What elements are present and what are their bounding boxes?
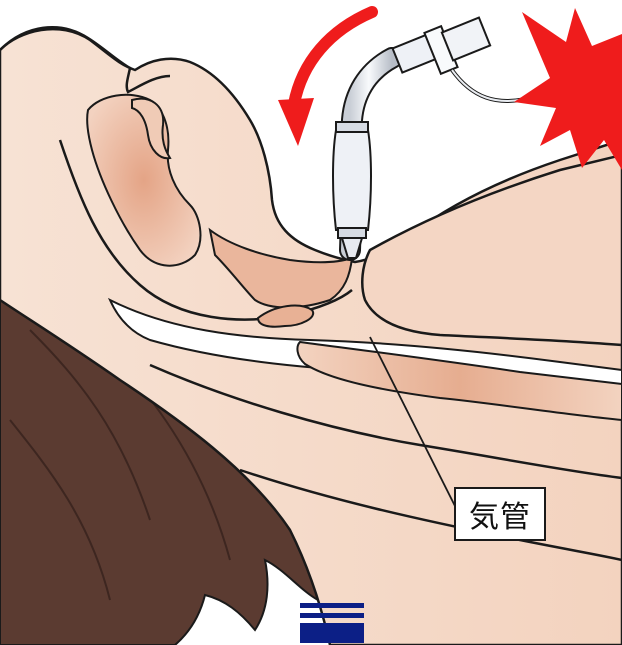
chest-region <box>362 155 622 345</box>
trachea-label: 気管 <box>454 487 546 541</box>
menu-icon[interactable] <box>300 603 364 643</box>
trachea-label-text: 気管 <box>469 492 531 536</box>
